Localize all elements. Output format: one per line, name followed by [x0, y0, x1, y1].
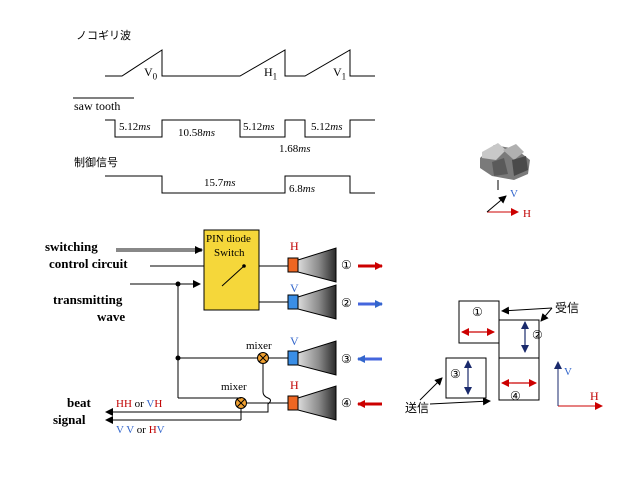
time-label-4: 5.12ms — [311, 121, 343, 133]
horn-4 — [287, 385, 337, 421]
time-label-3: 5.12ms — [243, 121, 275, 133]
beat-output-2: V V or HV — [116, 424, 165, 436]
horn-4-num: ④ — [341, 396, 352, 410]
transmit-label: 送信 — [405, 401, 430, 415]
array-cell-2-num: ② — [532, 328, 543, 342]
mixer-upper-label: mixer — [246, 340, 272, 352]
horn-3 — [287, 340, 337, 376]
pin-label-1: PIN diode — [206, 233, 251, 245]
array-cell-3-num: ③ — [450, 367, 461, 381]
marker-v1: V1 — [333, 65, 347, 82]
pin-label-2: Switch — [214, 247, 245, 259]
mixer-lower-icon — [235, 397, 247, 409]
time-label-5: 1.68ms — [279, 143, 311, 155]
axis-v-label-bottom: V — [564, 366, 572, 378]
transmitting-label-2: wave — [97, 309, 126, 324]
horn-1-num: ① — [341, 258, 352, 272]
horn-4-pol: H — [290, 378, 299, 392]
mixer-lower-label: mixer — [221, 381, 247, 393]
axis-v-label-top: V — [510, 188, 518, 200]
control-label-jp: 制御信号 — [74, 156, 118, 169]
gate-wave — [105, 119, 375, 138]
time-label-7: 6.8ms — [289, 183, 315, 195]
switching-label-2: control circuit — [49, 256, 128, 271]
horn-3-num: ③ — [341, 352, 352, 366]
antenna-block-icon — [480, 143, 530, 190]
array-cell-2 — [498, 319, 540, 363]
horn-3-pol: V — [290, 334, 299, 348]
time-label-2: 10.58ms — [178, 127, 215, 139]
axis-v-arrow-top — [486, 195, 507, 213]
receive-label: 受信 — [555, 301, 580, 315]
marker-v0: V0 — [144, 65, 158, 82]
sawtooth-wave — [105, 49, 375, 77]
beat-label-2: signal — [53, 412, 86, 427]
horn-2 — [287, 284, 337, 320]
array-cell-1-num: ① — [472, 305, 483, 319]
time-label-6: 15.7ms — [204, 177, 236, 189]
mixer-upper-icon — [257, 352, 269, 364]
control-wave — [105, 175, 375, 194]
saw-label-en: saw tooth — [74, 99, 121, 113]
horn-1 — [287, 247, 337, 283]
array-cell-1 — [458, 300, 500, 344]
switching-label-1: switching — [45, 239, 98, 254]
transmitting-label-1: transmitting — [53, 292, 123, 307]
horn-1-pol: H — [290, 239, 299, 253]
beat-label-1: beat — [67, 395, 91, 410]
time-label-1: 5.12ms — [119, 121, 151, 133]
saw-label-jp: ノコギリ波 — [76, 29, 131, 42]
pin-switch-box — [203, 229, 260, 311]
horn-2-pol: V — [290, 281, 299, 295]
axis-h-label-bottom: H — [590, 389, 599, 403]
array-cell-4-num: ④ — [510, 389, 521, 403]
horn-2-num: ② — [341, 296, 352, 310]
beat-output-1: HH or VH — [116, 398, 163, 410]
marker-h1: H1 — [264, 65, 278, 82]
axis-h-label-top: H — [523, 208, 531, 220]
